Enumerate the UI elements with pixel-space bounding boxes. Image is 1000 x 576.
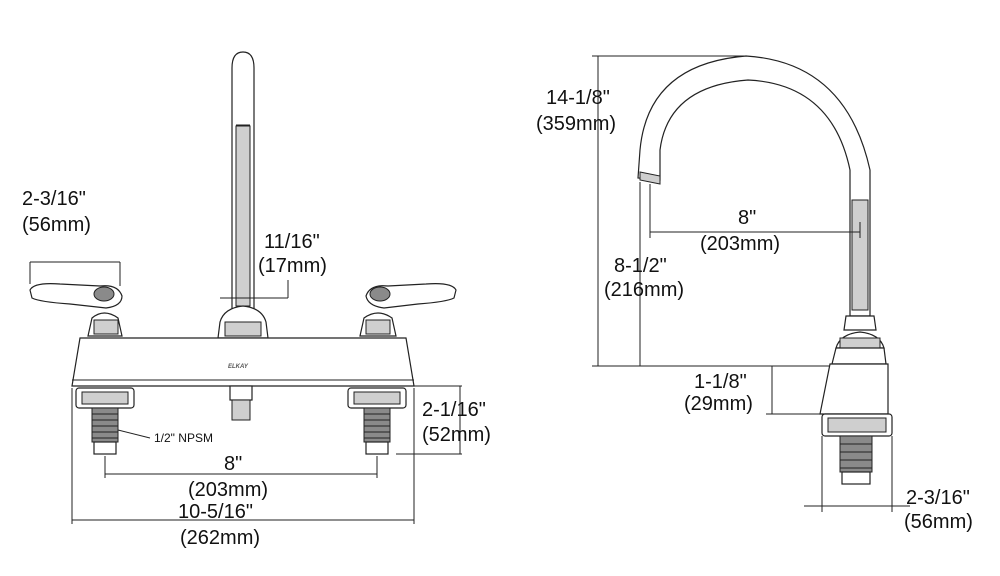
overall-height-metric: (359mm) (536, 113, 616, 135)
spout-diameter-imperial: 11/16" (264, 231, 320, 253)
front-left-handle (29, 283, 123, 337)
front-dimension-lines (29, 261, 462, 524)
front-deck-body: ELKAY (71, 337, 415, 387)
overall-width-metric: (262mm) (180, 527, 260, 549)
front-view: ELKAY (22, 51, 491, 549)
shank-height-imperial: 2-1/16" (422, 399, 486, 421)
front-spout (217, 51, 269, 339)
center-spacing-metric: (203mm) (188, 479, 268, 501)
spout-reach-metric: (203mm) (700, 233, 780, 255)
brand-logo: ELKAY (228, 364, 249, 370)
thread-label: 1/2" NPSM (154, 431, 213, 445)
spout-clearance-imperial: 8-1/2" (614, 255, 667, 277)
deck-height-metric: (29mm) (684, 393, 753, 415)
front-right-handle (359, 283, 457, 337)
side-gooseneck-spout (637, 55, 871, 317)
shank-width-metric: (56mm) (904, 511, 973, 533)
spout-clearance-metric: (216mm) (604, 279, 684, 301)
center-spacing-imperial: 8" (224, 453, 242, 475)
side-body (819, 315, 893, 485)
deck-height-imperial: 1-1/8" (694, 371, 747, 393)
overall-height-imperial: 14-1/8" (546, 87, 610, 109)
front-right-shank (347, 387, 407, 455)
handle-width-metric: (56mm) (22, 214, 91, 236)
side-view: 14-1/8" (359mm) 8" (203mm) 8-1/2" (216mm… (536, 55, 973, 533)
shank-height-metric: (52mm) (422, 424, 491, 446)
handle-width-imperial: 2-3/16" (22, 188, 86, 210)
spout-reach-imperial: 8" (738, 207, 756, 229)
shank-width-imperial: 2-3/16" (906, 487, 970, 509)
front-center-inlet (229, 385, 253, 421)
side-dimension-lines (592, 55, 910, 512)
front-left-shank (75, 387, 135, 455)
overall-width-imperial: 10-5/16" (178, 501, 253, 523)
spout-diameter-metric: (17mm) (258, 255, 327, 277)
